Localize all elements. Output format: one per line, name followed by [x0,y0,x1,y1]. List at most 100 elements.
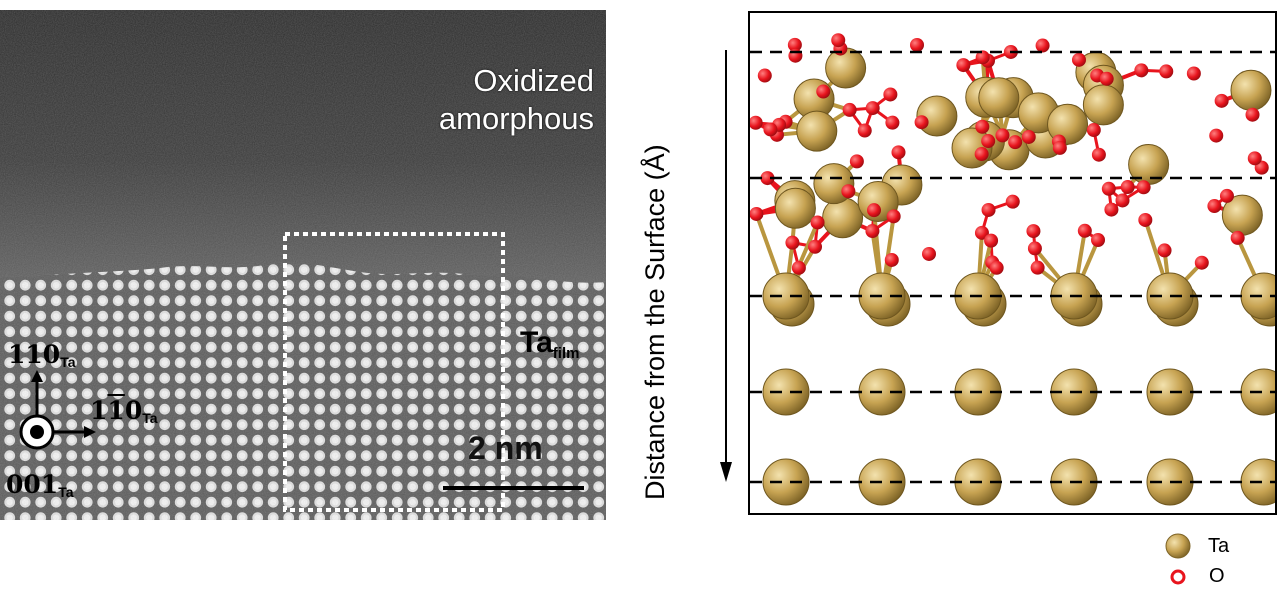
o-atom [1209,128,1224,143]
o-atom [910,37,925,52]
o-atom [981,202,996,217]
o-atom [1194,255,1209,270]
ta-atom [822,197,864,239]
atomic-model-panel [720,11,1277,515]
axis-001-main: 001 [6,470,59,499]
o-atom [921,246,936,261]
ta-atom [1230,69,1272,111]
o-atom [750,115,763,130]
o-atom [1052,140,1067,155]
o-atom [816,84,831,99]
stem-image [0,10,606,520]
o-atom [1247,151,1262,166]
o-atom [989,260,1004,275]
o-atom [1159,64,1174,79]
o-atom [1157,243,1172,258]
o-atom [974,147,989,162]
o-atom [1115,193,1130,208]
o-atom [1030,260,1045,275]
legend-item-o: O [1169,565,1225,588]
ta-film-sub: film [552,345,580,362]
scale-bar-label: 2 nm [468,430,543,466]
o-atom [1186,66,1201,81]
axis-110-sub: Ta [60,354,76,370]
axis-1bar0-a: 1 [90,396,108,425]
o-atom [891,145,906,160]
legend-label-o: O [1209,565,1225,587]
o-atom [1104,202,1119,217]
o-atom [831,33,846,48]
ta-atom [762,458,810,506]
o-atom [1214,93,1229,108]
o-atom [791,260,806,275]
axis-110-main: 110 [8,340,61,369]
o-atom [884,252,899,267]
legend-label-ta: Ta [1208,534,1230,557]
o-atom [810,215,825,230]
o-atom [1138,212,1153,227]
o-atom [865,224,880,239]
o-atom [842,102,857,117]
o-atom [1120,180,1135,195]
o-atom [750,206,764,221]
o-atom [1005,194,1020,209]
ta-atom [1047,103,1089,145]
o-atom [1091,233,1106,248]
o-atom [1136,180,1151,195]
ta-atom [774,187,816,229]
o-atom [974,225,989,240]
o-atom [785,235,800,250]
o-atom [975,50,990,65]
legend-item-ta: Ta [1164,532,1229,560]
o-atom [760,171,775,186]
o-atom [883,87,898,102]
o-atom [1026,224,1041,239]
o-atom [763,122,778,137]
o-atom [841,184,856,199]
model-frame [748,11,1277,515]
ta-atom [1082,84,1124,126]
o-atom [956,58,971,73]
highlight-region-box [283,232,505,512]
o-atom [1230,230,1245,245]
axis-label-001: 001Ta [6,470,74,500]
ta-atom [978,77,1020,119]
o-atom [1245,107,1260,122]
o-atom [886,209,901,224]
o-atom [1021,129,1036,144]
o-atom-icon [1170,569,1186,584]
ta-atom [951,127,993,169]
oxidized-label-line2: amorphous [438,101,594,136]
o-atom [981,134,996,149]
o-atom [857,123,872,138]
o-atom [867,203,882,218]
o-atom [1134,63,1149,78]
o-atom [787,37,802,52]
ta-atom [762,368,810,416]
atomic-structure [750,33,1276,506]
o-atom [975,119,990,134]
o-atom [984,233,999,248]
o-atom [1008,135,1023,150]
axis-001-sub: Ta [58,484,74,500]
axis-1bar0-b: 1 [107,396,125,425]
ta-atom [796,110,838,152]
ta-atom-icon [1165,533,1191,559]
ta-atom [762,272,810,320]
oxidized-amorphous-label: Oxidized amorphous [439,62,594,138]
o-atom [1207,199,1222,214]
ta-atom [825,47,867,89]
o-atom [995,128,1010,143]
oxidized-label-line1: Oxidized [473,63,594,98]
ta-film-main: Ta [520,326,553,359]
axis-1bar0-c: 0 [124,396,143,425]
o-atom [1091,147,1106,162]
arrow-right-head [84,426,96,438]
o-atom [1071,52,1086,67]
o-atom [1027,241,1042,256]
o-atom [1035,38,1050,53]
depth-arrow-head [720,462,732,482]
y-axis-label: Distance from the Surface (Å) [640,144,670,500]
out-of-plane-dot [30,425,44,439]
axis-label-110: 110Ta [8,340,76,370]
